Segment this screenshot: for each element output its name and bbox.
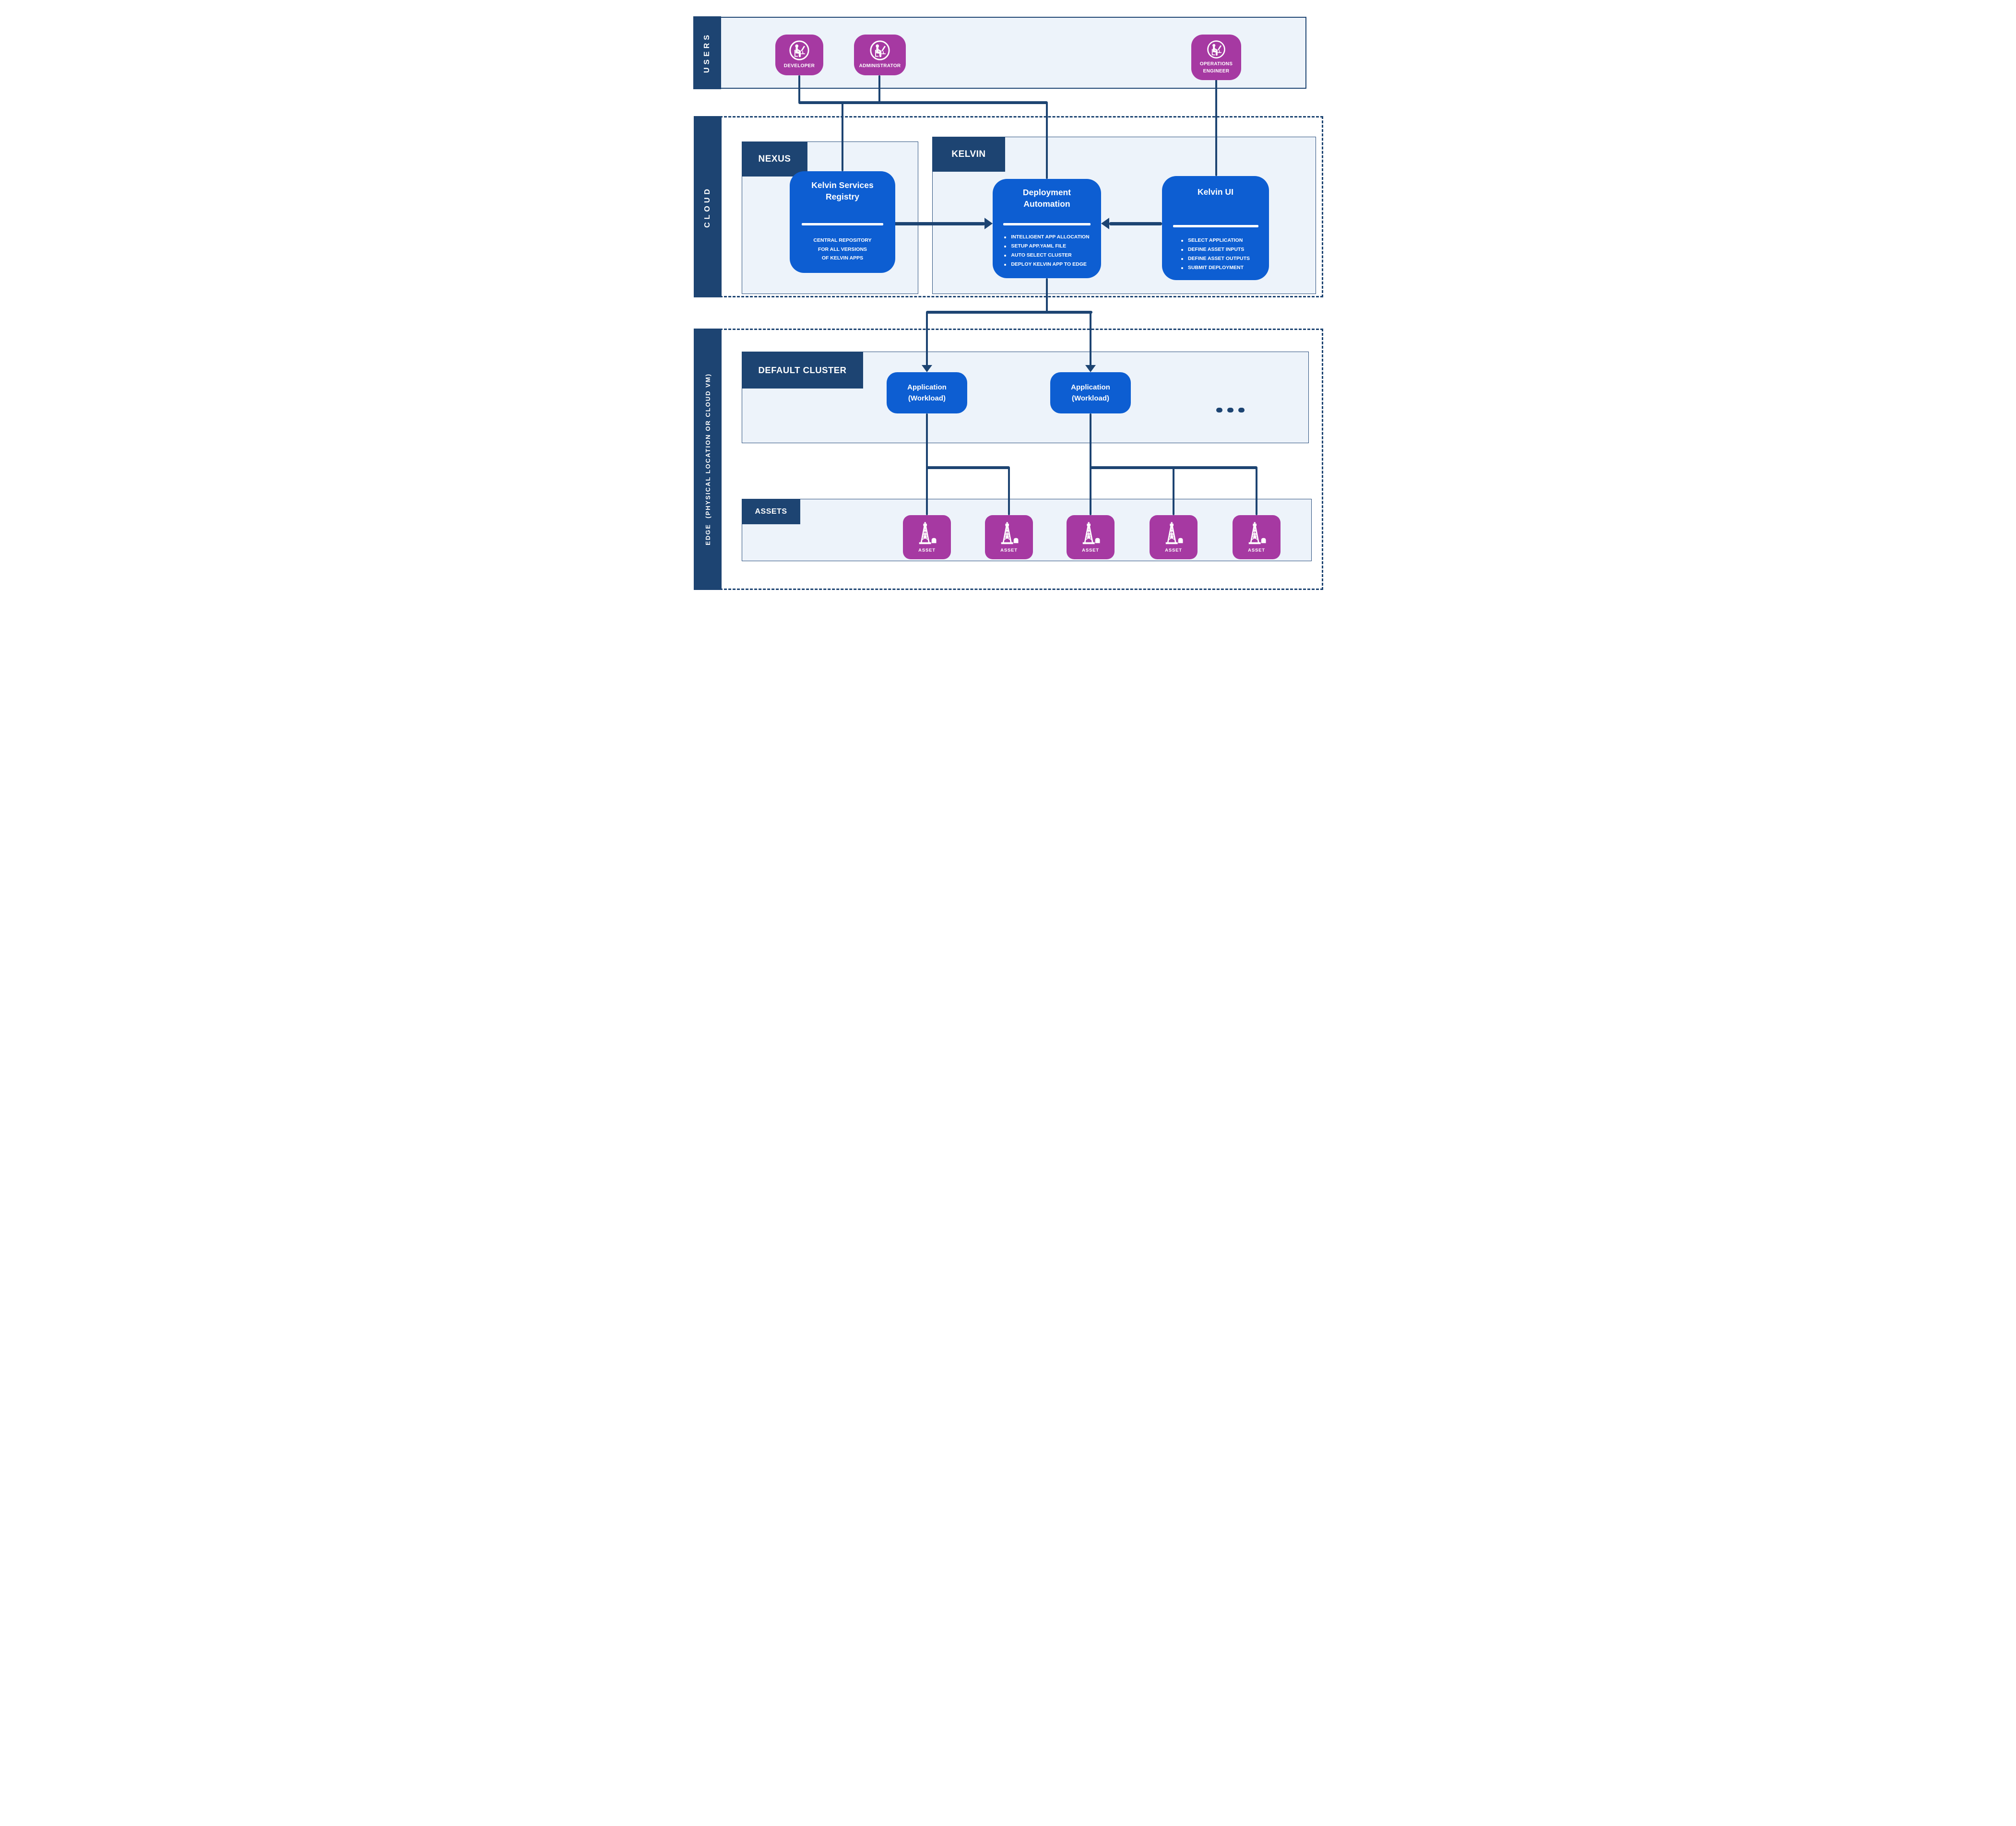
cloud-band: CLOUD (694, 116, 1323, 297)
nexus-tab-label: NEXUS (758, 153, 791, 164)
connector-to-deployment-automation (1046, 103, 1048, 179)
connector-kelvinui-to-da (1109, 222, 1162, 225)
deployment-automation-bullets: INTELLIGENT APP ALLOCATION SETUP APP.YAM… (1004, 233, 1090, 269)
more-apps-ellipsis-dot (1227, 408, 1233, 412)
actor-label: ADMINISTRATOR (859, 63, 901, 69)
connector-branch-left-down (926, 312, 928, 366)
oil-derrick-icon (1161, 521, 1186, 547)
kelvin-services-registry-box: Kelvin Services Registry CENTRAL REPOSIT… (790, 171, 895, 273)
actor-administrator: ADMINISTRATOR (854, 35, 906, 75)
bullet-item: DEFINE ASSET INPUTS (1181, 245, 1250, 254)
registry-title: Kelvin Services Registry (811, 180, 874, 201)
kelvin-tab: KELVIN (932, 137, 1005, 172)
registry-description: CENTRAL REPOSITORY FOR ALL VERSIONS OF K… (813, 237, 872, 261)
bullet-item: DEFINE ASSET OUTPUTS (1181, 254, 1250, 263)
users-band-label: USERS (703, 32, 711, 73)
bullet-item: SETUP APP.YAML FILE (1004, 242, 1089, 251)
oil-derrick-icon (914, 521, 939, 547)
oil-derrick-icon (1244, 521, 1269, 547)
kelvin-ui-box: Kelvin UI SELECT APPLICATION DEFINE ASSE… (1162, 176, 1269, 280)
connector-branch-horizontal (926, 311, 1092, 314)
assets-tab-label: ASSETS (755, 507, 787, 516)
oil-derrick-icon (1078, 521, 1103, 547)
asset-5: ASSET (1233, 515, 1281, 559)
connector-opseng-to-kelvin-ui (1215, 75, 1217, 176)
asset-3: ASSET (1067, 515, 1115, 559)
bullet-item: DEPLOY KELVIN APP TO EDGE (1004, 260, 1089, 269)
edge-band-label: EDGE (PHYSICAL LOCATION OR CLOUD VM) (704, 373, 712, 545)
bullet-item: SUBMIT DEPLOYMENT (1181, 263, 1250, 272)
kelvin-ui-bullets: SELECT APPLICATION DEFINE ASSET INPUTS D… (1181, 236, 1250, 272)
users-band-label-bar: USERS (693, 16, 721, 89)
cloud-band-label: CLOUD (703, 186, 712, 228)
kelvin-ui-divider (1173, 224, 1258, 227)
connector-branch-right-down (1090, 312, 1091, 366)
asset-4: ASSET (1150, 515, 1198, 559)
connector-app1-down (926, 413, 928, 515)
connector-registry-to-da (892, 222, 985, 225)
asset-1: ASSET (903, 515, 951, 559)
application-workload-2: Application (Workload) (1050, 372, 1131, 413)
connector-to-registry (842, 103, 843, 171)
connector-da-down (1046, 278, 1048, 314)
deployment-automation-title: Deployment Automation (1022, 188, 1071, 209)
connector-drop-asset4 (1173, 467, 1174, 515)
oil-derrick-icon (996, 521, 1021, 547)
asset-label: ASSET (1165, 547, 1182, 553)
more-apps-ellipsis-dot (1216, 408, 1222, 412)
person-at-computer-icon (869, 39, 891, 61)
connector-app1-branch (926, 466, 1010, 469)
default-cluster-tab: DEFAULT CLUSTER (742, 352, 863, 389)
actor-label: OPERATIONS ENGINEER (1199, 61, 1233, 74)
nexus-tab: NEXUS (742, 141, 807, 177)
more-apps-ellipsis-dot (1238, 408, 1245, 412)
arrowhead-into-da-right (1101, 218, 1109, 229)
arrowhead-into-app2 (1085, 365, 1096, 372)
application-title: Application (Workload) (907, 383, 947, 402)
default-cluster-tab-label: DEFAULT CLUSTER (758, 365, 847, 375)
connector-developer-down (798, 75, 800, 103)
registry-divider (802, 223, 883, 226)
asset-label: ASSET (1082, 547, 1099, 553)
actor-label: DEVELOPER (783, 63, 815, 69)
arrowhead-into-da-left (984, 218, 993, 229)
application-title: Application (Workload) (1071, 383, 1110, 402)
kelvin-ui-title: Kelvin UI (1198, 187, 1233, 197)
asset-label: ASSET (1000, 547, 1018, 553)
connector-users-horizontal (798, 101, 1048, 104)
assets-tab: ASSETS (742, 499, 800, 524)
application-workload-1: Application (Workload) (887, 372, 967, 413)
kelvin-architecture-diagram: USERS DEVELOPER ADMINISTRATOR OPERATIONS… (672, 0, 1344, 609)
cloud-band-label-bar: CLOUD (694, 116, 722, 297)
deployment-automation-divider (1003, 223, 1091, 226)
asset-label: ASSET (1248, 547, 1265, 553)
bullet-item: SELECT APPLICATION (1181, 236, 1250, 245)
deployment-automation-box: Deployment Automation INTELLIGENT APP AL… (993, 179, 1101, 278)
edge-band: EDGE (PHYSICAL LOCATION OR CLOUD VM) (694, 329, 1323, 590)
arrowhead-into-app1 (922, 365, 932, 372)
connector-drop-asset2 (1008, 467, 1010, 515)
person-at-computer-icon (788, 39, 810, 61)
kelvin-tab-label: KELVIN (951, 149, 986, 159)
connector-administrator-down (878, 75, 880, 103)
person-at-computer-icon (1206, 39, 1226, 59)
actor-operations-engineer: OPERATIONS ENGINEER (1191, 35, 1241, 80)
asset-label: ASSET (918, 547, 936, 553)
connector-drop-asset5 (1256, 467, 1257, 515)
connector-app2-down (1090, 413, 1091, 515)
bullet-item: INTELLIGENT APP ALLOCATION (1004, 233, 1090, 242)
asset-2: ASSET (985, 515, 1033, 559)
actor-developer: DEVELOPER (775, 35, 823, 75)
edge-band-label-bar: EDGE (PHYSICAL LOCATION OR CLOUD VM) (694, 329, 722, 590)
bullet-item: AUTO SELECT CLUSTER (1004, 251, 1089, 260)
